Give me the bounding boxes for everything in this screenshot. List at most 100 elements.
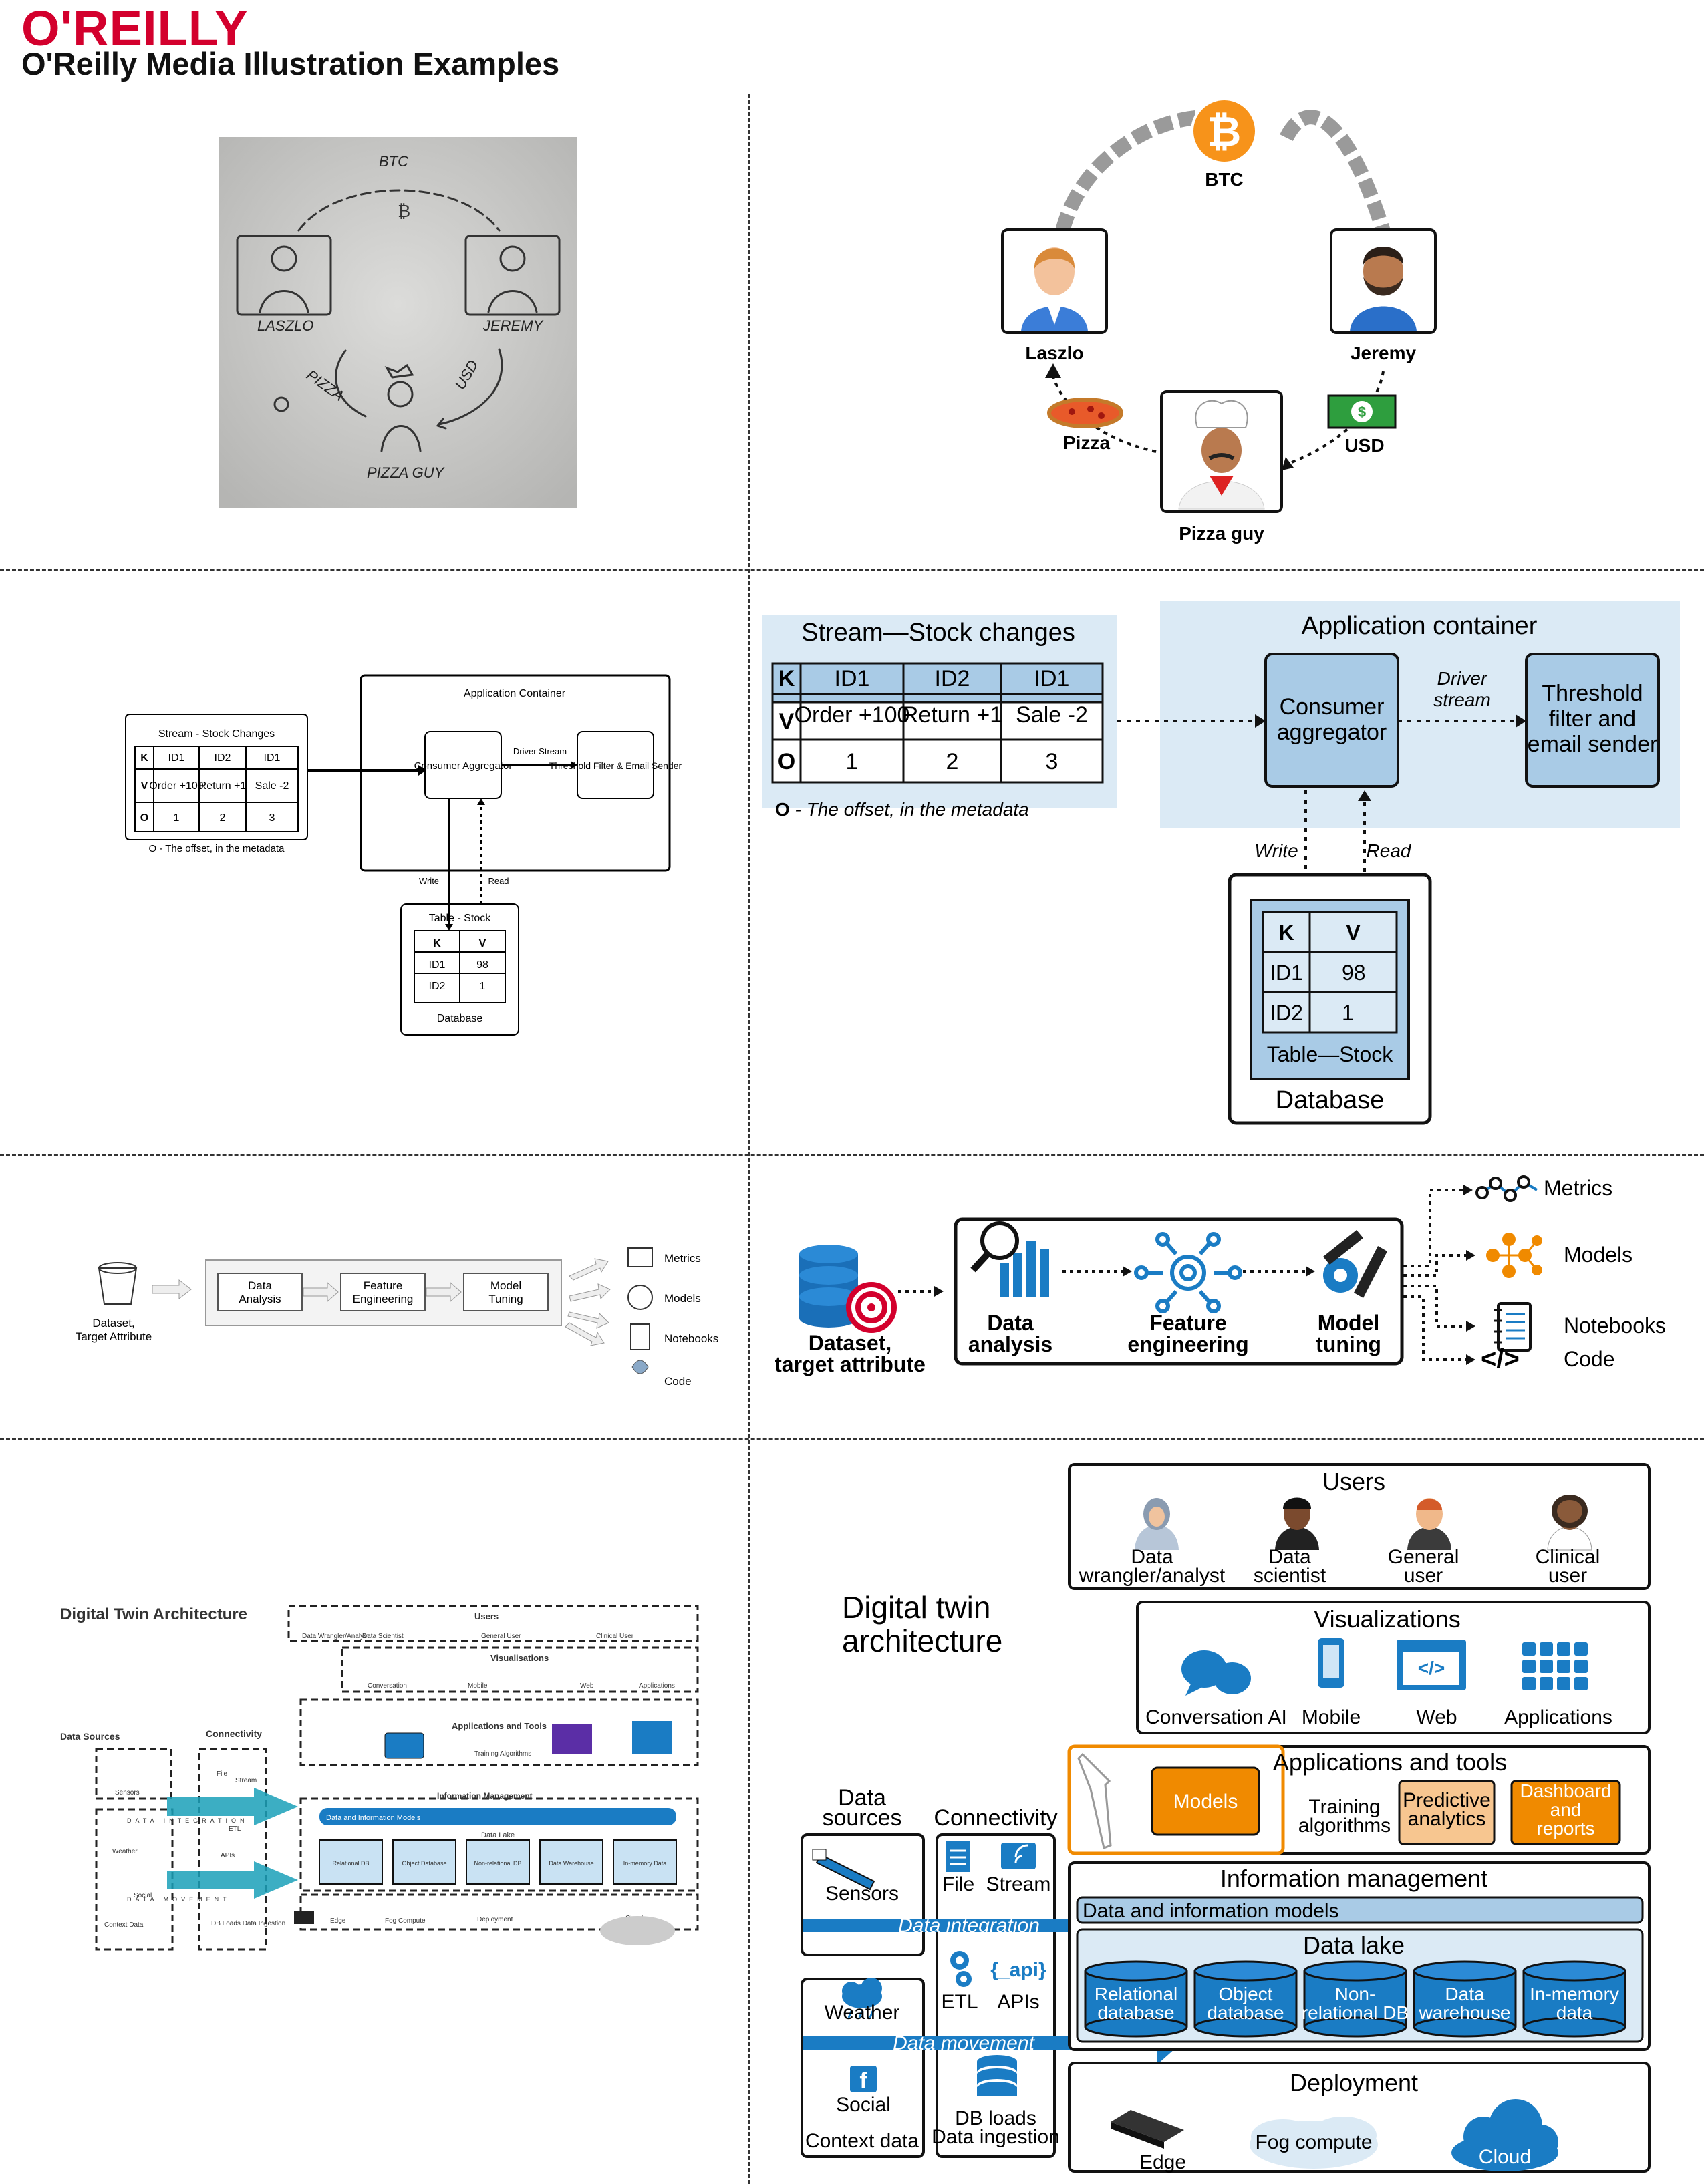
svg-text:</>: </> — [1418, 1658, 1445, 1678]
svg-text:Order +100: Order +100 — [795, 702, 910, 728]
models-box — [1151, 1766, 1260, 1836]
svg-text:ETL: ETL — [229, 1825, 241, 1833]
sketch-database: Database — [437, 1013, 483, 1024]
sketch-dataset-label: Dataset,Target Attribute — [76, 1317, 152, 1343]
svg-text:Metrics: Metrics — [664, 1252, 701, 1265]
svg-text:General User: General User — [481, 1633, 521, 1640]
sketch-bitcoin-icon: ₿ — [398, 201, 410, 221]
laszlo-label: Laszlo — [1025, 343, 1083, 363]
oreilly-logo: O'REILLY — [21, 1, 249, 56]
metrics-icon — [1475, 1175, 1538, 1202]
svg-text:Applications: Applications — [639, 1682, 675, 1690]
sketch-movement-arrow — [167, 1861, 298, 1899]
svg-text:V: V — [779, 709, 795, 734]
app-container-title: Application container — [1302, 612, 1538, 640]
data-integration-arrow — [803, 1904, 1181, 1947]
svg-text:Social: Social — [836, 2094, 891, 2116]
vertical-divider — [748, 94, 750, 2184]
svg-text:Conversation AI: Conversation AI — [1145, 1706, 1287, 1728]
data-analysis-icon — [970, 1221, 1049, 1297]
svg-text:ID1: ID1 — [264, 752, 281, 764]
stream-sketch-diagram: Stream - Stock Changes K ID1 ID2 ID1 V O… — [125, 674, 682, 1036]
models-icon — [1486, 1233, 1542, 1278]
web-icon: </> — [1397, 1640, 1466, 1690]
feature-engineering-icon — [1134, 1232, 1242, 1313]
apps-title: Applications and tools — [1273, 1748, 1507, 1776]
stylus-sensor-icon — [1077, 1752, 1112, 1850]
laszlo-avatar — [1021, 247, 1088, 331]
svg-text:File: File — [217, 1770, 228, 1778]
threshold-box — [1525, 653, 1660, 788]
sketch-threshold: Threshold Filter & Email Sender — [549, 760, 682, 771]
connectivity-panel — [936, 1833, 1056, 2158]
sketch-offset-note: O - The offset, in the metadata — [149, 843, 285, 854]
svg-text:1: 1 — [174, 812, 180, 824]
stock-table-title: Table—Stock — [1267, 1042, 1394, 1066]
bitcoin-icon — [1191, 98, 1258, 164]
svg-text:Applications: Applications — [1504, 1706, 1612, 1728]
svg-text:V: V — [141, 780, 148, 792]
svg-text:Context Data: Context Data — [104, 1921, 144, 1929]
facebook-icon — [850, 2066, 877, 2092]
svg-text:Data movement: Data movement — [893, 2032, 1035, 2054]
fog-icon — [1250, 2117, 1378, 2169]
svg-text:Mobile: Mobile — [468, 1682, 488, 1690]
svg-text:In-memory Data: In-memory Data — [623, 1860, 667, 1867]
svg-text:Sale -2: Sale -2 — [1016, 702, 1088, 728]
svg-text:2: 2 — [220, 812, 226, 824]
svg-text:K: K — [1278, 921, 1294, 945]
etl-icon — [950, 1951, 972, 1987]
svg-text:Data Scientist: Data Scientist — [362, 1633, 404, 1640]
svg-text:98: 98 — [476, 959, 488, 971]
sketch-dt-title: Digital Twin Architecture — [60, 1605, 247, 1623]
stream-title: Stream—Stock changes — [801, 619, 1075, 647]
svg-text:Data and Information Models: Data and Information Models — [326, 1814, 421, 1822]
svg-text:Conversation: Conversation — [368, 1682, 407, 1690]
svg-text:Models: Models — [1564, 1243, 1632, 1267]
pizza-label: Pizza — [1063, 432, 1110, 453]
sketch-stream-title: Stream - Stock Changes — [158, 728, 275, 740]
sketch-step-feature-engineering — [340, 1273, 426, 1311]
svg-text:Weather: Weather — [112, 1848, 138, 1855]
svg-text:Relational DB: Relational DB — [332, 1860, 369, 1867]
svg-text:Applications and Tools: Applications and Tools — [452, 1721, 547, 1731]
cloud-icon — [1451, 2099, 1558, 2171]
svg-text:98: 98 — [1342, 961, 1366, 985]
svg-text:Clinical User: Clinical User — [596, 1633, 634, 1640]
svg-text:₿: ₿ — [1208, 109, 1242, 155]
jeremy-avatar — [1350, 247, 1417, 331]
svg-text:V: V — [1346, 921, 1361, 945]
svg-text:Data Wrangler/Analyst: Data Wrangler/Analyst — [302, 1633, 369, 1640]
page-title: O'Reilly Media Illustration Examples — [21, 46, 560, 82]
svg-text:Stream: Stream — [986, 1873, 1051, 1895]
stream-offset-cell: 1 — [846, 749, 859, 774]
sketch-models-icon — [627, 1285, 653, 1310]
svg-text:Connectivity: Connectivity — [206, 1728, 262, 1739]
conversation-icon — [1181, 1650, 1251, 1696]
bucket-icon — [98, 1262, 138, 1305]
svg-text:Training Algorithms: Training Algorithms — [474, 1750, 531, 1758]
stream-offset-row-cells — [771, 738, 1104, 784]
sketch-app-container: Application Container — [464, 688, 566, 699]
sketch-edge-icon — [294, 1911, 314, 1924]
predictive-box — [1398, 1780, 1496, 1845]
sketch-integration-arrow — [167, 1788, 298, 1825]
sketch-driver-stream: Driver Stream — [513, 746, 567, 756]
sketch-laszlo-label: LASZLO — [257, 317, 313, 334]
dashboard-box — [1510, 1780, 1621, 1845]
